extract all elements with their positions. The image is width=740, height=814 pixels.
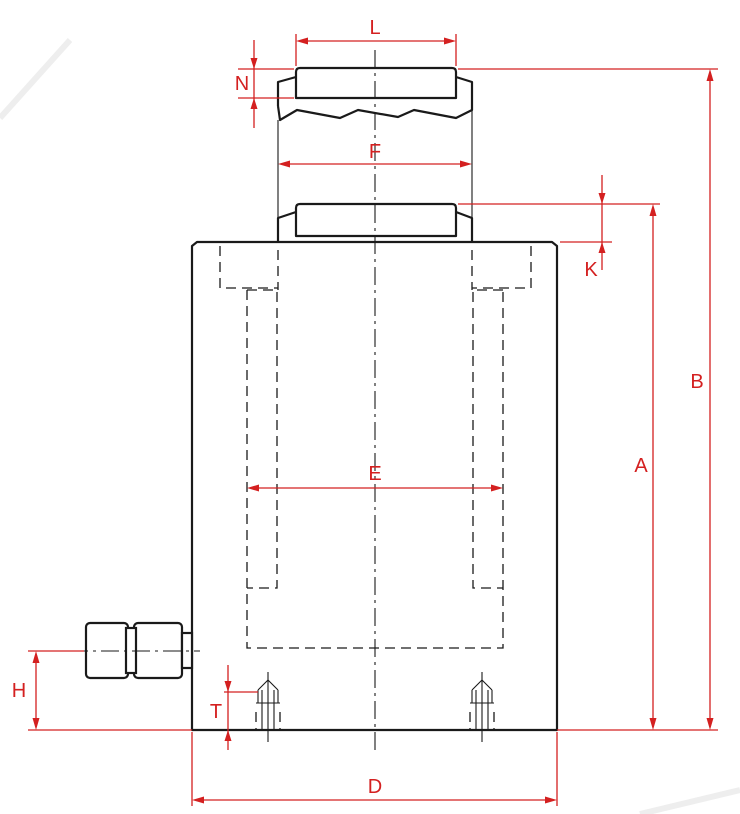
hole-left-hidden [255, 712, 281, 730]
hidden-lines [219, 246, 532, 649]
dimension-n [238, 40, 294, 128]
label-a: A [634, 455, 648, 477]
dimension-labels: L N F K B A E H T D [12, 17, 704, 798]
center-lines [70, 50, 376, 752]
mounting-hole-left [255, 672, 281, 742]
label-t: T [210, 701, 222, 723]
dimension-t [224, 665, 258, 750]
dimension-f [277, 110, 473, 240]
dimension-k [458, 175, 660, 270]
label-f: F [369, 141, 381, 163]
hidden-bore-top-left [219, 246, 279, 290]
background-stroke-right [639, 787, 740, 814]
label-l: L [369, 17, 380, 39]
label-b: B [690, 371, 703, 393]
hidden-wall-left [247, 289, 278, 589]
dimensions [28, 34, 718, 806]
hidden-wall-right [472, 289, 503, 589]
label-n: N [235, 73, 249, 95]
dimension-h [28, 650, 84, 730]
mounting-hole-right [469, 672, 495, 742]
hole-right-hidden [469, 712, 495, 730]
label-k: K [584, 259, 598, 281]
dimension-b [458, 68, 718, 730]
dimension-e [247, 484, 503, 492]
dimension-a [649, 204, 657, 730]
dimension-l [295, 34, 457, 66]
label-d: D [368, 776, 382, 798]
label-e: E [368, 463, 381, 485]
cylinder-geometry [84, 66, 559, 742]
background-stroke-left [0, 37, 73, 121]
lower-saddle [294, 202, 458, 238]
hidden-bore-top-right [471, 246, 532, 290]
dimension-d [191, 732, 558, 806]
label-h: H [12, 680, 26, 702]
plunger-break-line [276, 105, 474, 122]
upper-saddle [294, 66, 458, 100]
